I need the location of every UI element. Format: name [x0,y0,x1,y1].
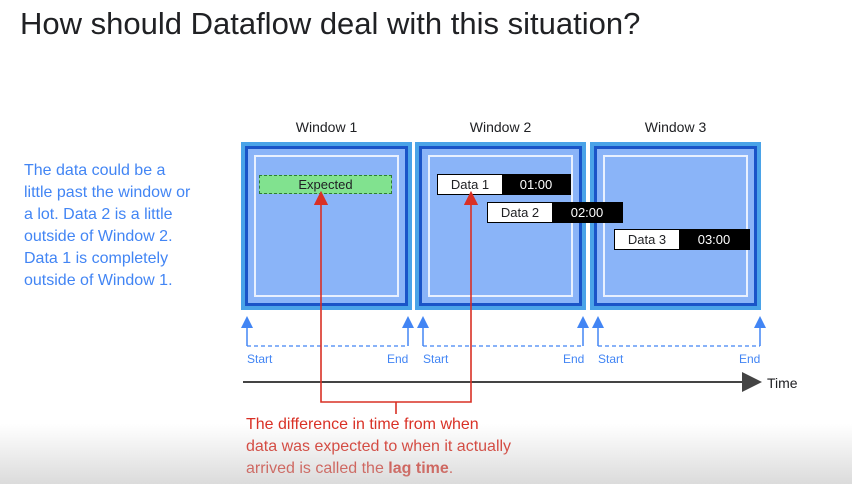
slide-title: How should Dataflow deal with this situa… [20,6,641,41]
data-3-name: Data 3 [615,230,679,249]
window-3-label: Window 3 [644,119,707,135]
window-2-box [415,142,586,310]
lag-time-connector [320,196,472,403]
window-3-span-arrows [592,316,766,347]
window-1-label: Window 1 [295,119,358,135]
expected-marker: Expected [259,175,392,194]
data-3-box: Data 3 03:00 [614,229,750,250]
side-text-line: The data could be a [24,162,166,179]
side-text-line: little past the window or [24,184,191,201]
caption-line-3-prefix: arrived is called the [246,460,389,477]
side-text-line: outside of Window 1. [24,272,173,289]
data-1-name: Data 1 [438,175,502,194]
lag-time-term: lag time [388,460,449,477]
data-2-time: 02:00 [552,203,622,222]
window-1-span-arrows [241,316,414,347]
window-2-span-arrows [417,316,589,347]
data-1-box: Data 1 01:00 [437,174,571,195]
data-3-time: 03:00 [679,230,749,249]
window-1-start-label: Start [247,352,273,366]
lag-time-caption: The difference in time from when data wa… [246,414,666,480]
caption-line-2: data was expected to when it actually [246,438,512,455]
caption-line-3-suffix: . [448,460,454,477]
time-axis-label: Time [767,375,798,391]
window-1-end-label: End [387,352,409,366]
window-3-box [590,142,761,310]
caption-line-1: The difference in time from when [246,416,479,433]
caption-line-3: arrived is called the lag time. [246,458,666,480]
window-2-start-label: Start [423,352,449,366]
data-1-time: 01:00 [502,175,570,194]
data-2-box: Data 2 02:00 [487,202,623,223]
side-text-line: outside of Window 2. [24,228,173,245]
window-3-start-label: Start [598,352,624,366]
window-3-inner [603,155,748,297]
side-explanation: The data could be a little past the wind… [24,160,234,292]
side-text-line: Data 1 is completely [24,250,169,267]
window-3-end-label: End [739,352,761,366]
side-text-line: a lot. Data 2 is a little [24,206,173,223]
window-2-label: Window 2 [469,119,532,135]
window-2-end-label: End [563,352,585,366]
data-2-name: Data 2 [488,203,552,222]
